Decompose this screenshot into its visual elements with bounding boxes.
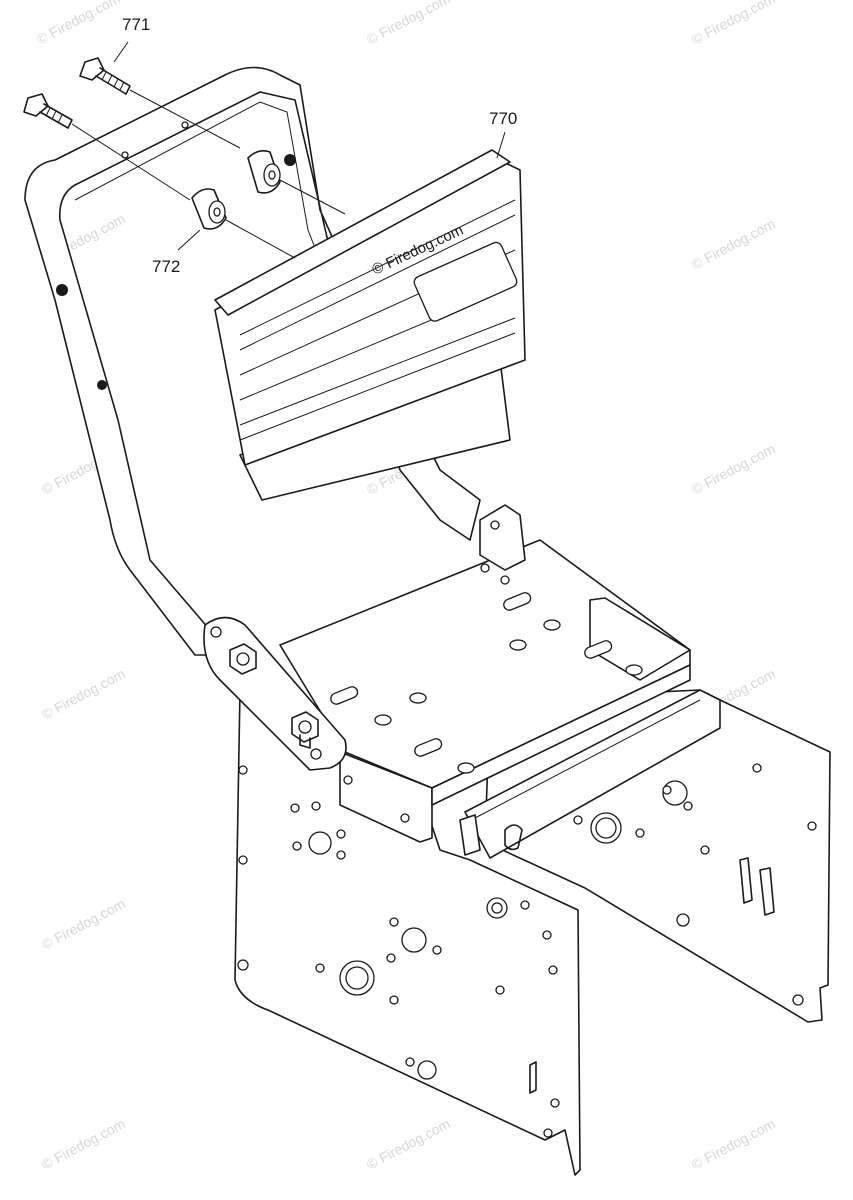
watermark: © Firedog.com xyxy=(34,0,123,48)
watermark: © Firedog.com xyxy=(364,0,453,48)
frame-fasteners xyxy=(229,643,319,749)
watermark: © Firedog.com xyxy=(689,0,778,48)
watermark: © Firedog.com xyxy=(689,1115,778,1172)
watermark: © Firedog.com xyxy=(39,1115,128,1172)
cross-bracket xyxy=(459,689,721,859)
callout-771: 771 xyxy=(122,15,150,34)
watermark: © Firedog.com xyxy=(39,895,128,952)
bolt-771 xyxy=(23,41,241,201)
spacer-772 xyxy=(177,150,346,259)
watermark: © Firedog.com xyxy=(689,215,778,272)
leader-770 xyxy=(496,131,506,159)
watermark: © Firedog.com xyxy=(364,1115,453,1172)
callout-772: 772 xyxy=(152,257,180,276)
mounting-plate xyxy=(279,504,691,843)
left-side-panel xyxy=(234,689,581,1176)
watermark: © Firedog.com xyxy=(689,440,778,497)
watermark: © Firedog.com xyxy=(39,665,128,722)
seat-back-pad: © Firedog.com xyxy=(214,149,526,501)
callout-770: 770 xyxy=(489,109,517,128)
